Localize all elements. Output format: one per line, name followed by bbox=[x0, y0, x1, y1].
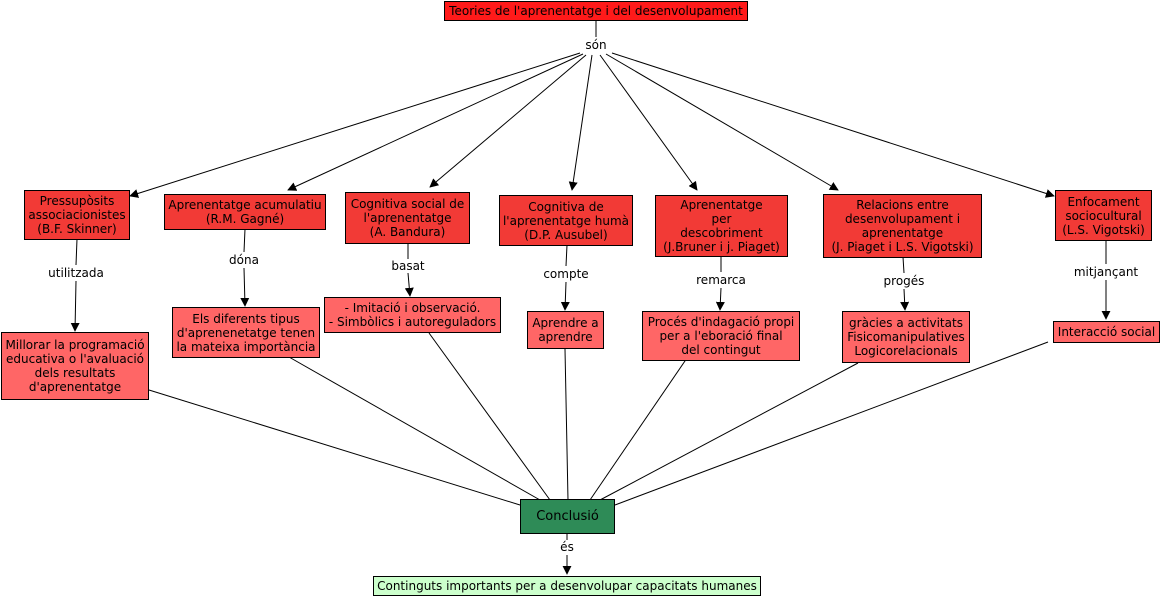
conclusion-link-label: és bbox=[559, 540, 575, 554]
link-label-utilitzada: utilitzada bbox=[47, 266, 105, 280]
final-node[interactable]: Continguts importants per a desenvolupar… bbox=[373, 576, 761, 596]
link-label-dona: dóna bbox=[228, 253, 260, 267]
theory-node-ausubel[interactable]: Cognitiva de l'aprenentatge humà (D.P. A… bbox=[499, 195, 633, 246]
result-node-programacio[interactable]: Millorar la programació educativa o l'av… bbox=[1, 332, 149, 400]
theory-node-piaget-vigotski[interactable]: Relacions entre desenvolupament i aprene… bbox=[823, 194, 982, 258]
result-node-indagacio[interactable]: Procés d'indagació propi per a l'eboraci… bbox=[642, 311, 800, 361]
conclusion-node[interactable]: Conclusió bbox=[520, 499, 615, 534]
link-label-basat: basat bbox=[390, 259, 426, 273]
root-link-label: són bbox=[584, 38, 608, 52]
theory-node-bruner-piaget[interactable]: Aprenentatge per descobriment (J.Bruner … bbox=[655, 195, 788, 257]
theory-node-skinner[interactable]: Pressupòsits associacionistes (B.F. Skin… bbox=[24, 190, 130, 240]
result-node-imitacio[interactable]: - Imitació i observació. - Simbòlics i a… bbox=[324, 297, 501, 333]
root-node[interactable]: Teories de l'aprenentatge i del desenvol… bbox=[444, 1, 748, 21]
link-label-mitjancant: mitjançant bbox=[1072, 265, 1140, 279]
theory-node-vigotski[interactable]: Enfocament sociocultural (L.S. Vigotski) bbox=[1055, 190, 1152, 241]
link-label-proges: progés bbox=[882, 274, 926, 288]
link-label-remarca: remarca bbox=[695, 273, 747, 287]
theory-node-gagne[interactable]: Aprenentatge acumulatiu (R.M. Gagné) bbox=[164, 194, 326, 230]
result-node-interaccio[interactable]: Interacció social bbox=[1053, 321, 1160, 343]
theory-node-bandura[interactable]: Cognitiva social de l'aprenentatge (A. B… bbox=[345, 192, 470, 244]
result-node-tipus-aprenentatge[interactable]: Els diferents tipus d'aprenenetatge tene… bbox=[172, 307, 320, 358]
result-node-aprendre[interactable]: Aprendre a aprendre bbox=[527, 311, 604, 349]
result-node-activitats[interactable]: gràcies a activitats Fisicomanipulatives… bbox=[842, 311, 970, 363]
link-label-compte: compte bbox=[542, 267, 590, 281]
